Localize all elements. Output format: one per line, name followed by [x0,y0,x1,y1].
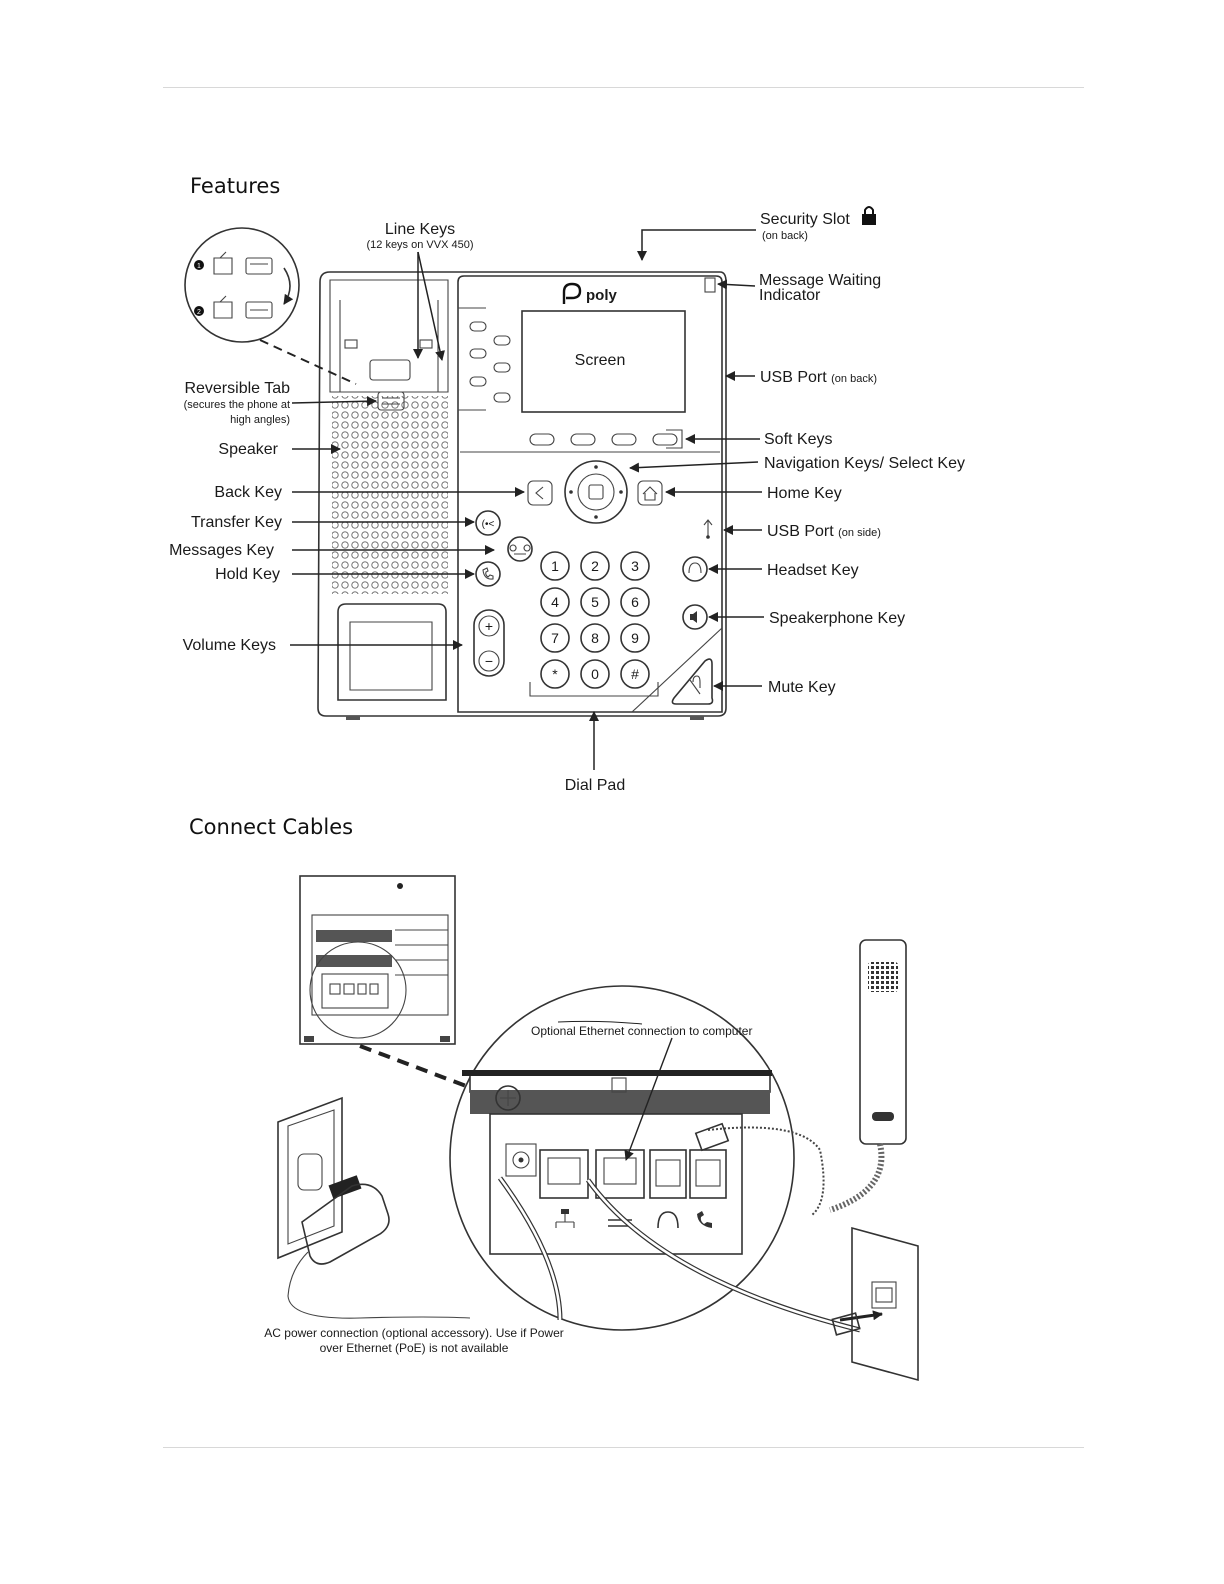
back-key[interactable] [527,480,553,506]
features-title: Features [190,174,281,198]
dial-key-hash[interactable]: # [631,666,639,682]
label-reversible-tab-note-2: high angles) [230,414,290,426]
line-keys[interactable] [469,321,511,403]
transfer-icon: (•< [482,519,495,530]
soft-keys[interactable] [529,429,683,449]
label-security-slot-note: (on back) [762,230,808,242]
handset-port-icon [697,1211,712,1228]
dial-key-3[interactable]: 3 [631,558,639,574]
volume-up-label: + [485,618,493,634]
screen [521,310,686,413]
usb-icon [703,519,713,539]
hold-key[interactable] [475,561,501,587]
step-2-marker: 2 [197,309,201,316]
speaker-grille [332,396,448,594]
step-1-marker: 1 [197,263,201,270]
transfer-key[interactable]: (•< [475,510,501,536]
dial-pad[interactable]: 1 2 3 4 5 6 7 8 9 * 0 # [529,551,659,697]
handset [829,939,907,1213]
feature-labels: Line Keys (12 keys on VVX 450) Security … [169,211,965,794]
label-message-waiting: Message Waiting [759,272,881,289]
lock-icon [862,206,876,225]
select-icon[interactable] [588,484,604,500]
dial-key-star[interactable]: * [552,666,558,682]
label-speakerphone-key: Speakerphone Key [769,610,905,627]
label-dial-pad: Dial Pad [565,777,625,794]
screen-label: Screen [575,352,626,369]
label-speaker: Speaker [218,441,278,458]
label-line-keys-note: (12 keys on VVX 450) [366,239,473,251]
network-icon [555,1209,575,1228]
top-rule [163,87,1084,88]
callout-lines [290,229,764,770]
volume-keys[interactable]: + − [473,609,505,677]
dial-key-4[interactable]: 4 [551,594,559,610]
label-usb-port-back: USB Port (on back) [760,369,877,386]
label-message-waiting-indicator: Indicator [759,287,821,304]
headset-key[interactable] [682,556,708,582]
mute-key[interactable] [671,658,714,705]
label-reversible-tab: Reversible Tab [184,380,290,397]
messages-key[interactable] [507,536,533,562]
bottom-rule [163,1447,1084,1448]
speakerphone-icon [690,611,697,623]
label-usb-port-side: USB Port (on side) [767,523,881,540]
dial-key-5[interactable]: 5 [591,594,599,610]
navigation-keys[interactable] [564,460,628,524]
label-ac-note-1: AC power connection (optional accessory)… [264,1326,563,1340]
headset-port-icon [657,1211,679,1229]
phone-front-view: poly Screen [317,271,727,720]
label-volume-keys: Volume Keys [183,637,276,654]
label-ethernet-note: Optional Ethernet connection to computer [531,1024,752,1038]
mute-icon [689,675,701,695]
message-waiting-indicator [704,277,716,293]
label-navigation-keys: Navigation Keys/ Select Key [764,455,965,472]
messages-icon [509,544,531,555]
dial-key-0[interactable]: 0 [591,666,599,682]
label-reversible-tab-note-1: (secures the phone at [184,399,290,411]
reversible-tab [377,391,405,411]
speakerphone-key[interactable] [682,604,708,630]
label-hold-key: Hold Key [215,566,280,583]
label-messages-key: Messages Key [169,542,274,559]
dial-key-7[interactable]: 7 [551,630,559,646]
dial-key-8[interactable]: 8 [591,630,599,646]
label-ac-note-2: over Ethernet (PoE) is not available [320,1341,509,1355]
dial-key-9[interactable]: 9 [631,630,639,646]
dial-key-2[interactable]: 2 [591,558,599,574]
reversible-tab-inset: 1 2 [184,227,357,385]
power-outlet [277,1096,471,1319]
headset-icon [688,562,702,574]
label-home-key: Home Key [767,485,842,502]
home-key[interactable] [637,480,663,506]
dial-key-1[interactable]: 1 [551,558,559,574]
wall-jack [831,1226,919,1382]
brand-name: poly [586,287,617,304]
label-soft-keys: Soft Keys [764,431,832,448]
dial-key-6[interactable]: 6 [631,594,639,610]
hold-icon [482,567,494,580]
home-icon [642,486,658,501]
back-icon [535,486,544,500]
label-back-key: Back Key [214,484,282,501]
label-line-keys: Line Keys [385,221,455,238]
poly-logo: poly [562,282,617,304]
volume-down-label: − [485,653,493,669]
label-mute-key: Mute Key [768,679,836,696]
label-security-slot: Security Slot [760,211,850,228]
label-headset-key: Headset Key [767,562,859,579]
connect-cables-title: Connect Cables [189,815,354,839]
phone-back-view [299,875,467,1088]
label-transfer-key: Transfer Key [191,514,282,531]
port-closeup [449,985,861,1333]
